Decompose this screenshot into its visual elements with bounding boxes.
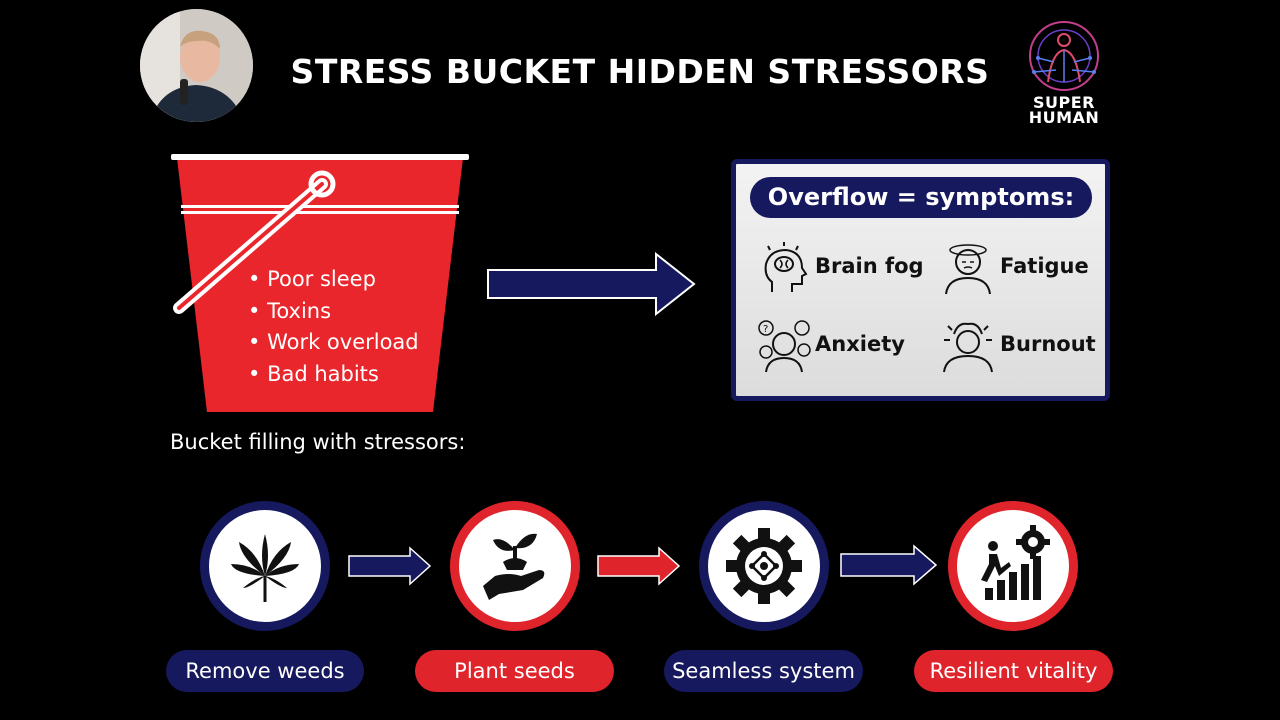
step-label-resilient-vitality: Resilient vitality — [914, 650, 1113, 692]
bucket-caption: Bucket filling with stressors: — [170, 430, 466, 454]
arrow-right-icon — [840, 544, 938, 586]
page-title: STRESS BUCKET HIDDEN STRESSORS — [290, 52, 990, 91]
growth-chart-icon — [981, 525, 1050, 600]
stressor-item: Poor sleep — [248, 264, 448, 296]
step-circle-remove-weeds — [200, 501, 330, 631]
step-label-seamless-system: Seamless system — [664, 650, 863, 692]
cannabis-leaf-icon — [231, 534, 299, 602]
arrow-right-icon — [597, 546, 681, 586]
logo-text-super: SUPER — [1033, 93, 1095, 112]
step-circle-seamless-system — [699, 501, 829, 631]
step-label-plant-seeds: Plant seeds — [415, 650, 614, 692]
stressor-list: Poor sleep Toxins Work overload Bad habi… — [248, 264, 448, 390]
gear-network-icon — [726, 528, 802, 604]
stressor-item: Toxins — [248, 296, 448, 328]
symptoms-title: Overflow = symptoms: — [750, 177, 1092, 218]
symptom-burnout: Burnout — [1000, 332, 1096, 356]
superhuman-logo: SUPER HUMAN — [1008, 18, 1120, 126]
stressor-item: Work overload — [248, 327, 448, 359]
step-circle-resilient-vitality — [948, 501, 1078, 631]
stressor-item: Bad habits — [248, 359, 448, 391]
svg-text:?: ? — [763, 324, 768, 335]
anxious-person-icon: ? — [758, 320, 811, 373]
hand-seedling-icon — [483, 533, 545, 600]
burnout-person-icon — [943, 322, 993, 373]
symptom-fatigue: Fatigue — [1000, 254, 1089, 278]
symptom-anxiety: Anxiety — [815, 332, 905, 356]
step-circle-plant-seeds — [450, 501, 580, 631]
tired-person-icon — [945, 244, 991, 295]
logo-text-human: HUMAN — [1028, 108, 1100, 127]
symptom-brain-fog: Brain fog — [815, 254, 924, 278]
step-label-remove-weeds: Remove weeds — [166, 650, 364, 692]
overflow-arrow-icon — [487, 252, 696, 316]
brain-head-icon — [764, 242, 808, 292]
arrow-right-icon — [348, 546, 432, 586]
presenter-avatar — [140, 9, 253, 122]
